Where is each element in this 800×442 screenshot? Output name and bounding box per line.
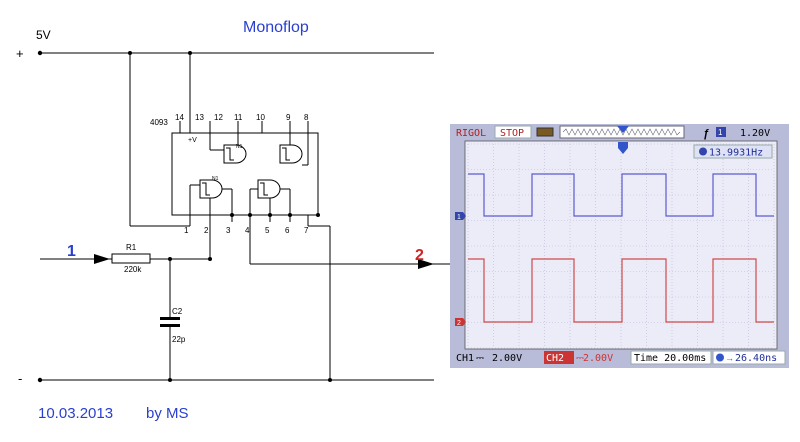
r1-name: R1	[126, 243, 137, 252]
ic-junction-7	[316, 213, 320, 217]
positive-terminal	[37, 50, 43, 56]
ic-junction-4	[248, 213, 252, 217]
scope-run-state: STOP	[500, 128, 524, 139]
scope-ch1-coupling-icon: ⎓	[476, 353, 484, 364]
scope-time-box	[630, 350, 712, 365]
scope-t-marker-icon	[618, 142, 628, 154]
capacitor-c2	[160, 317, 180, 327]
pin-7: 7	[304, 226, 309, 235]
scope-trigger-edge-icon: ƒ	[703, 128, 709, 140]
ic-junction-5	[268, 213, 272, 217]
scope-freq-box	[693, 144, 773, 159]
ch1-trace	[468, 173, 774, 217]
input-junction	[168, 257, 172, 261]
resistor-r1	[111, 253, 151, 264]
minus-rail-sign: -	[18, 371, 22, 386]
input-marker: 1	[67, 243, 76, 260]
pin-5: 5	[265, 226, 270, 235]
pin-9: 9	[286, 113, 291, 122]
scope-trigger-pos-icon	[617, 126, 629, 133]
supply-voltage-label: 5V	[36, 28, 51, 42]
scope-ch2-label: CH2	[546, 353, 564, 364]
svg-text:2: 2	[457, 320, 461, 327]
pin-13: 13	[195, 113, 204, 122]
footer-author: by MS	[146, 405, 189, 422]
scope-screen	[464, 140, 778, 350]
plus-rail-sign: +	[16, 46, 24, 61]
c2-name: C2	[172, 307, 183, 316]
scope-ch2-coupling-icon: ⎓	[576, 353, 584, 364]
pin-11: 11	[234, 113, 243, 122]
pin-1: 1	[184, 226, 189, 235]
scope-brand: RIGOL	[456, 128, 486, 139]
scope-ch2-marker: 2	[455, 318, 466, 327]
pin-12: 12	[214, 113, 223, 122]
scope-trigger-level: 1.20V	[740, 128, 770, 139]
ic-vcc-label: +V	[188, 137, 197, 144]
scope-delay-arrow: →	[725, 353, 734, 363]
scope-delay: 26.40ns	[735, 353, 777, 364]
scope-trigger-ch-badge	[716, 127, 726, 137]
ic-junction-6	[288, 213, 292, 217]
scope-stop-badge-bg	[494, 125, 532, 139]
ic-name: 4093	[150, 118, 168, 127]
oscilloscope-panel: RIGOL STOP ƒ 1 1.20V 13.9931Hz 1 2	[450, 124, 789, 368]
pin-14: 14	[175, 113, 184, 122]
pin-2: 2	[204, 226, 209, 235]
pin-6: 6	[285, 226, 290, 235]
scope-frequency: 13.9931Hz	[709, 148, 763, 159]
pin-10: 10	[256, 113, 265, 122]
ic-gate-label-upper: N1	[236, 144, 243, 150]
ground-terminal	[37, 377, 43, 383]
scope-ch1-label: CH1	[456, 353, 474, 364]
pin-4: 4	[245, 226, 250, 235]
scope-delay-box	[712, 350, 786, 365]
scope-freq-ch-icon	[699, 147, 707, 156]
scope-timebase: Time 20.00ms	[634, 353, 706, 364]
ic-gate-label-lower: N1	[212, 176, 219, 182]
wiring	[40, 53, 418, 380]
footer-date: 10.03.2013	[38, 405, 113, 422]
r1-value: 220k	[124, 265, 142, 274]
scope-delay-icon	[716, 353, 724, 362]
c2-value: 22p	[172, 335, 186, 344]
scope-traces	[468, 173, 774, 323]
pin-3: 3	[226, 226, 231, 235]
ic-junction-3	[230, 213, 234, 217]
scope-ch2-label-bg	[544, 351, 574, 364]
pin-8: 8	[304, 113, 309, 122]
scope-memory-wave	[562, 128, 681, 136]
ch2-trace	[468, 258, 774, 323]
scope-trigger-channel: 1	[718, 128, 723, 137]
output-marker: 2	[415, 247, 424, 264]
ic-4093	[171, 53, 319, 222]
svg-text:1: 1	[457, 214, 461, 221]
scope-ch2-scale: 2.00V	[583, 353, 613, 364]
scope-ch1-marker: 1	[455, 212, 466, 221]
page-title: Monoflop	[243, 19, 309, 36]
scope-battery-icon	[536, 127, 554, 137]
scope-ch1-scale: 2.00V	[492, 353, 522, 364]
pin2-junction	[208, 257, 212, 261]
